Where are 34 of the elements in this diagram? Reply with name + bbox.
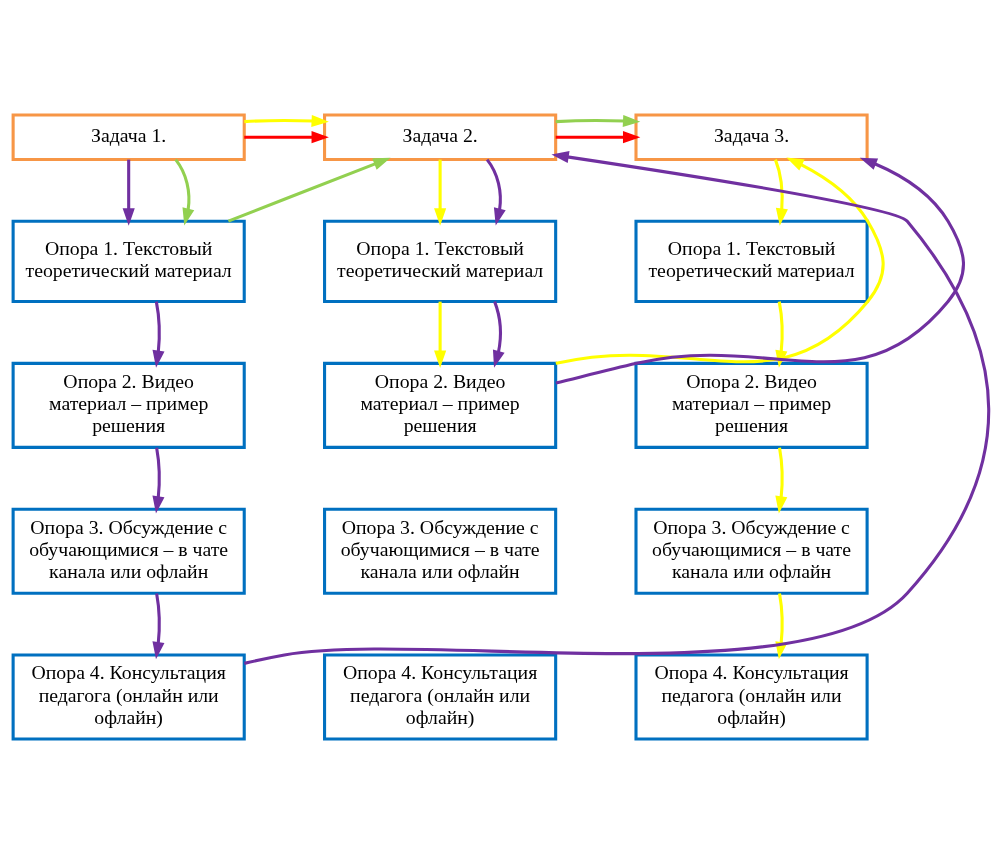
node-box: Задача 1. (11, 113, 246, 161)
arrow (773, 159, 788, 226)
arrow (555, 114, 641, 128)
node-box: Опора 3. Обсуждение с обучающимися – в чате канала или офлайн (634, 507, 869, 595)
node-box: Опора 3. Обсуждение с обучающимися – в чате канала или офлайн (11, 507, 246, 595)
node-box: Опора 1. Текстовый теоретический материал (323, 219, 558, 304)
arrow (122, 159, 135, 226)
arrow (485, 158, 506, 226)
node-box: Опора 1. Текстовый теоретический материал (11, 219, 246, 304)
node-box: Опора 4. Консультация педагога (онлайн или офлайн) (11, 653, 246, 741)
arrow (244, 114, 329, 128)
arrow (434, 159, 447, 226)
arrow (174, 158, 195, 226)
node-box: Опора 2. Видео материал – пример решения (323, 361, 558, 449)
arrow (434, 301, 447, 368)
node-box: Опора 2. Видео материал – пример решения (11, 361, 246, 449)
node-box: Опора 1. Текстовый теоретический материал (634, 219, 869, 304)
arrow (244, 131, 329, 144)
node-box: Опора 4. Консультация педагога (онлайн или офлайн) (634, 653, 869, 741)
arrow (152, 447, 165, 514)
arrow (775, 447, 788, 514)
node-box: Задача 2. (323, 113, 558, 161)
arrow (152, 593, 165, 660)
node-box: Опора 4. Консультация педагога (онлайн или офлайн) (323, 653, 558, 741)
arrow (152, 301, 165, 368)
node-box: Опора 3. Обсуждение с обучающимися – в чате канала или офлайн (323, 507, 558, 595)
arrow (554, 157, 885, 365)
arrow (227, 157, 391, 223)
arrow (243, 151, 990, 665)
arrow (555, 157, 965, 385)
node-box: Задача 3. (634, 113, 869, 161)
arrow (555, 131, 641, 144)
node-box: Опора 2. Видео материал – пример решения (634, 361, 869, 449)
arrow (492, 301, 505, 368)
